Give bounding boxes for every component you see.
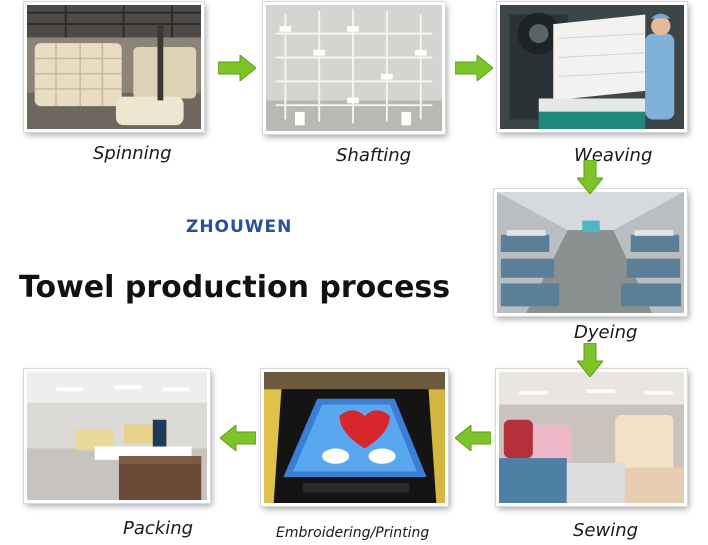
arrow-down-icon xyxy=(577,343,603,377)
embroidering-photo xyxy=(261,369,448,506)
brand-name: ZHOUWEN xyxy=(186,217,293,237)
arrow-left-icon xyxy=(455,425,491,451)
arrow-right-icon xyxy=(218,55,256,81)
packing-photo xyxy=(24,369,210,503)
arrow-left-icon xyxy=(220,425,256,451)
spinning-photo xyxy=(24,2,204,132)
sewing-photo xyxy=(496,369,687,506)
process-title: Towel production process xyxy=(19,270,451,305)
weaving-photo xyxy=(497,2,687,132)
arrow-down-icon xyxy=(577,160,603,194)
step-label-shafting: Shafting xyxy=(336,145,412,166)
dyeing-photo xyxy=(494,189,687,316)
step-label-packing: Packing xyxy=(123,518,194,539)
step-label-spinning: Spinning xyxy=(93,143,172,164)
step-label-sewing: Sewing xyxy=(573,520,639,541)
step-label-dyeing: Dyeing xyxy=(574,322,638,343)
shafting-photo xyxy=(263,2,445,134)
arrow-right-icon xyxy=(455,55,493,81)
step-label-embroidering-printing: Embroidering/Printing xyxy=(276,525,430,541)
